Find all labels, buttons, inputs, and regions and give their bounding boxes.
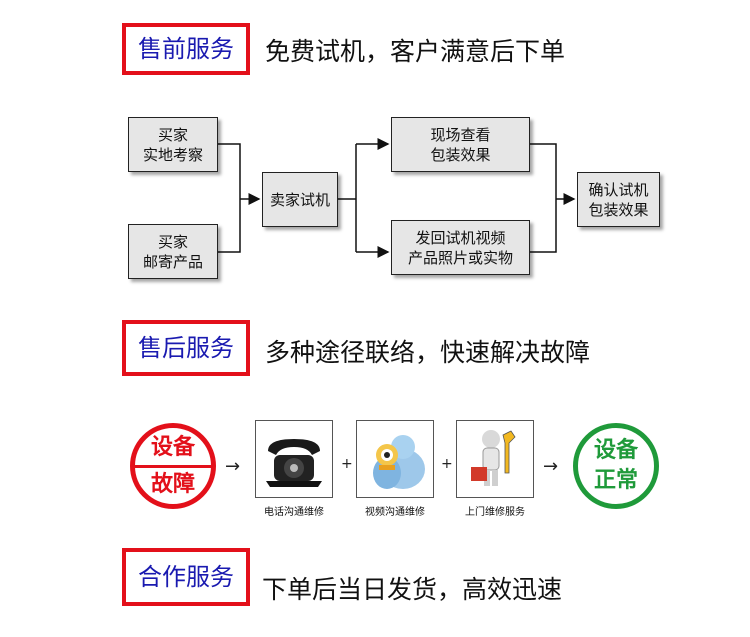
flow-box-text: 买家 <box>157 125 188 144</box>
flow-box-buyer-mail: 买家 邮寄产品 <box>128 224 218 279</box>
flow-box-text: 确认试机 <box>588 180 649 199</box>
step-video-tile <box>356 420 434 498</box>
flow-box-seller-test: 卖家试机 <box>262 172 338 227</box>
flow-box-onsite-check: 现场查看 包装效果 <box>391 117 530 172</box>
aftersale-label-text: 售后服务 <box>138 334 234 362</box>
webcam-icon <box>373 435 425 489</box>
flow-box-send-back: 发回试机视频 产品照片或实物 <box>391 220 530 275</box>
arrow-right-icon: → <box>543 456 559 477</box>
stamp-divider <box>134 464 212 468</box>
presale-text: 免费试机，客户满意后下单 <box>265 37 566 66</box>
cooperation-label-text: 合作服务 <box>138 563 234 591</box>
cooperation-label: 合作服务 <box>122 548 250 606</box>
presale-label-text: 售前服务 <box>138 35 234 63</box>
aftersale-text: 多种途径联络，快速解决故障 <box>265 338 591 367</box>
step-video-caption: 视频沟通维修 <box>365 507 425 518</box>
flow-box-text: 邮寄产品 <box>142 252 203 271</box>
flow-box-text: 产品照片或实物 <box>407 248 513 267</box>
cooperation-text: 下单后当日发货，高效迅速 <box>262 575 563 604</box>
arrow-right-icon: → <box>225 456 241 477</box>
telephone-icon <box>266 439 322 487</box>
presale-label: 售前服务 <box>122 23 250 75</box>
flow-box-buyer-visit: 买家 实地考察 <box>128 117 218 172</box>
flow-box-text: 买家 <box>157 232 188 251</box>
flow-box-text: 包装效果 <box>430 145 491 164</box>
flow-box-text: 实地考察 <box>142 145 203 164</box>
stamp-normal-line2: 正常 <box>593 468 638 493</box>
flow-box-text: 发回试机视频 <box>415 228 506 247</box>
flow-box-text: 包装效果 <box>588 200 649 219</box>
aftersale-label: 售后服务 <box>122 320 250 376</box>
stamp-normal-line1: 设备 <box>593 438 638 463</box>
stamp-fault-line2: 故障 <box>150 471 195 497</box>
repairman-icon <box>471 430 516 486</box>
step-onsite-caption: 上门维修服务 <box>465 507 525 518</box>
flow-box-text: 现场查看 <box>430 125 491 144</box>
stamp-fault: 设备 故障 <box>130 423 216 509</box>
stamp-normal: 设备 正常 <box>573 423 659 509</box>
step-onsite-tile <box>456 420 534 498</box>
step-phone-caption: 电话沟通维修 <box>264 507 324 518</box>
plus-icon: + <box>341 456 353 472</box>
plus-icon: + <box>441 456 453 472</box>
flow-box-confirm: 确认试机 包装效果 <box>577 172 660 227</box>
stamp-fault-line1: 设备 <box>150 434 195 460</box>
flow-box-text: 卖家试机 <box>269 190 330 209</box>
step-phone-tile <box>255 420 333 498</box>
